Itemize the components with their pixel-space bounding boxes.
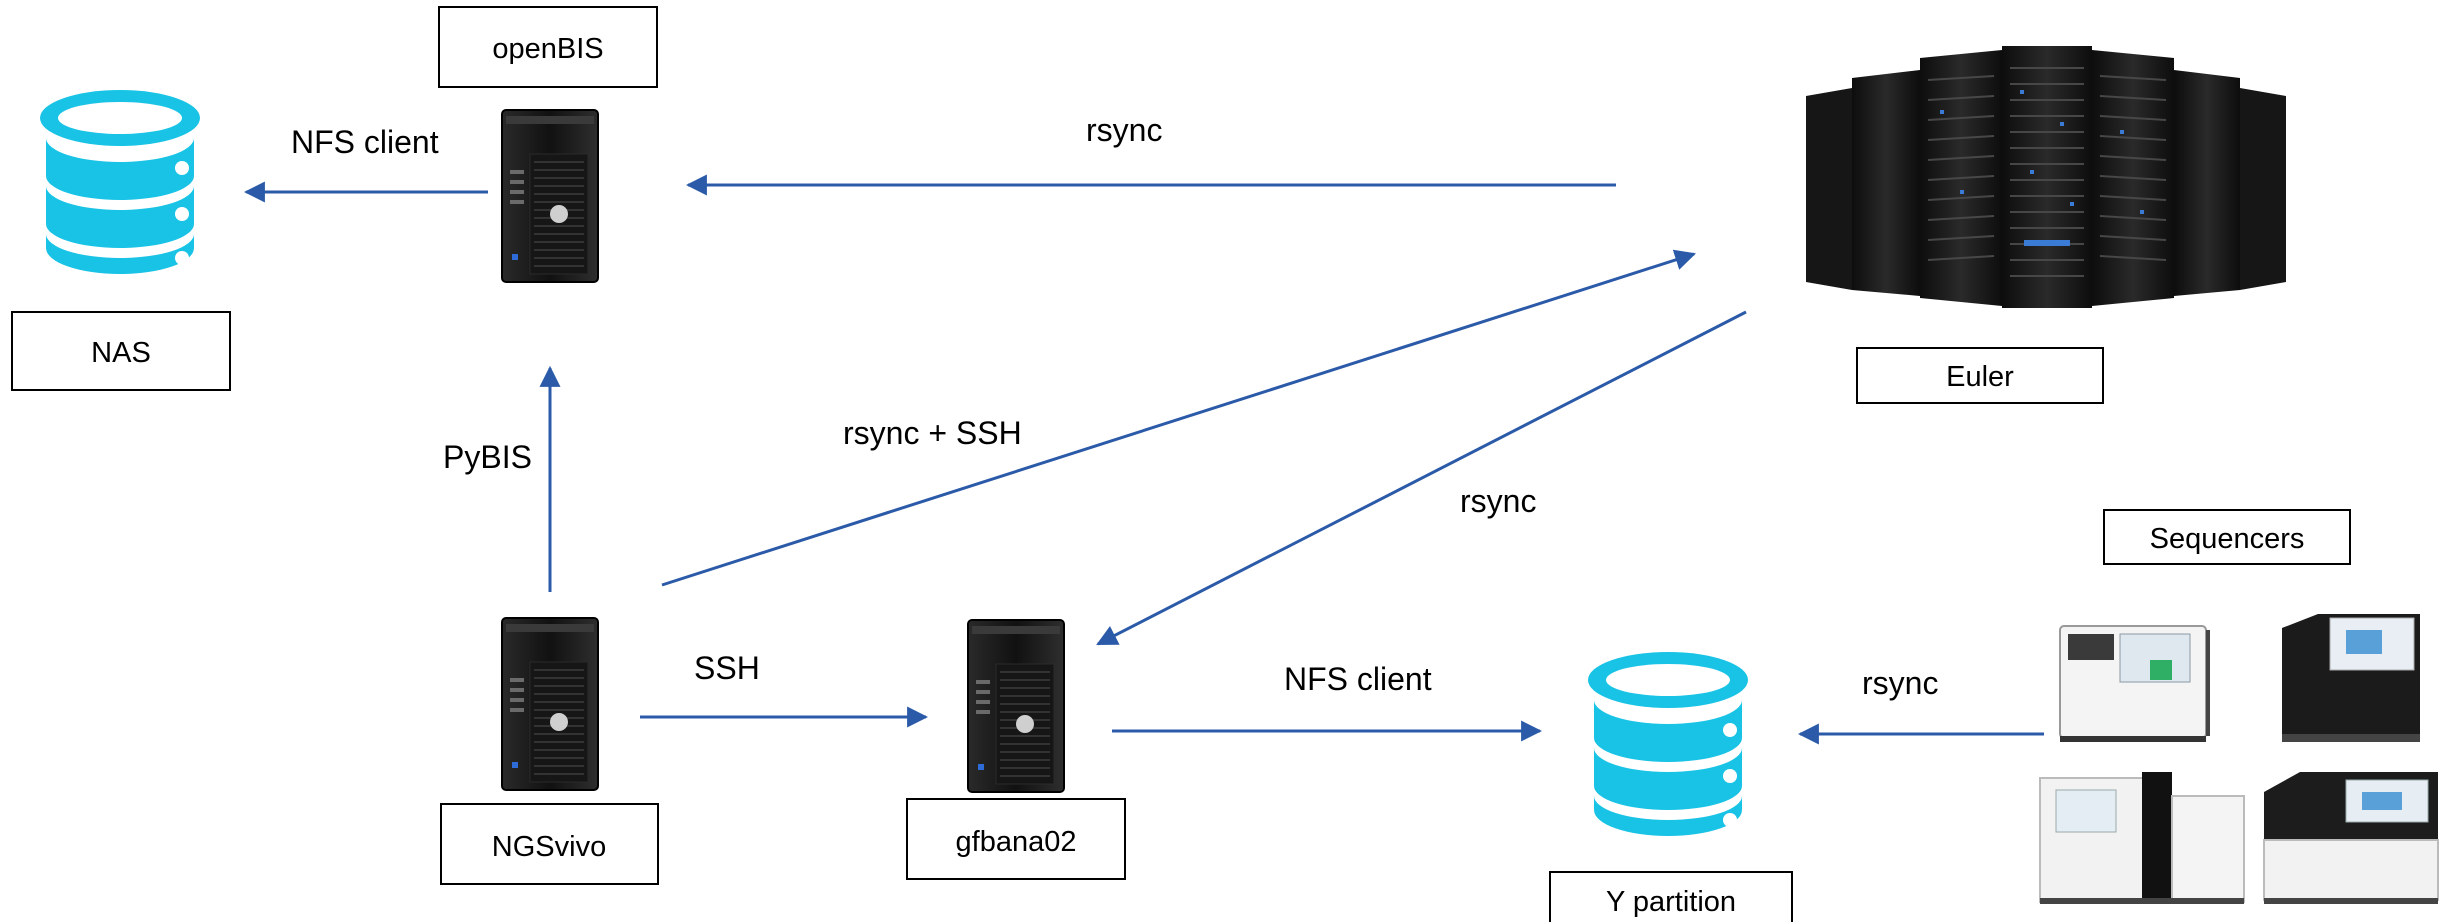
euler-label: Euler <box>1946 361 2014 393</box>
sequencers-label-box <box>2103 509 2351 565</box>
ngsvivo-server-icon <box>501 617 599 791</box>
nas-label: NAS <box>91 337 151 369</box>
openbis-server-icon <box>501 109 599 283</box>
edge-label-ngsvivo-to-openbis: PyBIS <box>443 439 532 475</box>
euler-server-cluster-icon <box>1806 46 2286 308</box>
edge-label-gfbana02-to-ypartition: NFS client <box>1284 661 1432 697</box>
ypartition-database-icon <box>1588 652 1748 836</box>
edge-label-euler-to-openbis: rsync <box>1086 112 1162 148</box>
ypartition-label: Y partition <box>1606 886 1736 918</box>
sequencer-2-icon <box>2282 614 2420 742</box>
ngsvivo-label: NGSvivo <box>492 831 606 863</box>
edge-label-euler-to-gfbana02: rsync <box>1460 483 1536 519</box>
sequencer-3-icon <box>2039 772 2245 904</box>
arrow-ngsvivo-to-euler <box>661 249 1696 587</box>
nas-database-icon <box>40 90 200 274</box>
sequencers-label: Sequencers <box>2150 523 2305 555</box>
openbis-label-box <box>438 6 658 88</box>
gfbana02-label-box <box>906 798 1126 880</box>
gfbana02-label: gfbana02 <box>956 826 1077 858</box>
sequencer-4-icon <box>2263 772 2439 904</box>
arrows <box>243 174 2044 745</box>
ngsvivo-label-box <box>440 803 659 885</box>
edge-label-openbis-to-nas: NFS client <box>291 124 439 160</box>
sequencer-machines-icon <box>2039 614 2439 904</box>
edge-label-sequencers-to-ypartition: rsync <box>1862 665 1938 701</box>
sequencer-1-icon <box>2059 625 2210 742</box>
nas-label-box <box>11 311 231 391</box>
edge-label-ngsvivo-to-gfbana02: SSH <box>694 650 760 686</box>
openbis-label: openBIS <box>492 33 603 65</box>
gfbana02-server-icon <box>967 619 1065 793</box>
arrow-euler-to-gfbana02 <box>1096 310 1747 646</box>
edge-label-ngsvivo-to-euler: rsync + SSH <box>843 415 1022 451</box>
euler-label-box <box>1856 347 2104 404</box>
ypartition-label-box <box>1549 871 1793 922</box>
